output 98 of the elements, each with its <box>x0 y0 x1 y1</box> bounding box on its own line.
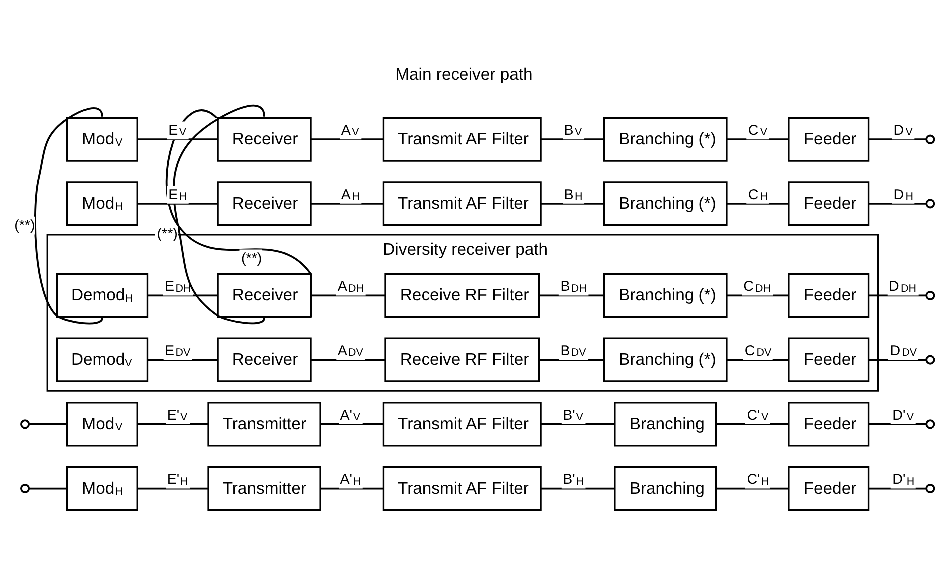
connector <box>540 294 604 297</box>
connector <box>311 202 384 205</box>
node-box: Feeder <box>788 273 870 318</box>
node-box: Branching <box>614 466 718 512</box>
node-box: Feeder <box>788 402 870 447</box>
node-box: Feeder <box>788 338 870 382</box>
edge-label: EV <box>168 122 186 139</box>
edge-label: EH <box>168 187 188 204</box>
connector <box>868 488 926 490</box>
connector <box>541 202 604 205</box>
node-box: Branching (*) <box>603 338 728 382</box>
connector <box>320 488 384 490</box>
edge-label: D'H <box>892 472 915 488</box>
edge-label: DDH <box>889 279 916 296</box>
node-box: Transmitter <box>208 402 322 447</box>
connector <box>716 423 789 426</box>
connector <box>148 294 218 297</box>
edge-label: ADV <box>338 343 364 360</box>
node-box: Branching <box>614 402 718 447</box>
connector <box>320 423 384 426</box>
label: Main receiver path <box>396 65 533 84</box>
node-box: Transmit AF Filter <box>382 117 542 162</box>
edge-label: (**) <box>157 226 178 243</box>
edge-label: CDV <box>744 343 772 360</box>
connector <box>727 138 789 141</box>
connector <box>311 359 386 362</box>
connector <box>868 294 926 297</box>
edge-label: E'H <box>167 472 188 488</box>
node-box: Receiver <box>217 117 312 162</box>
edge-label: E'V <box>167 408 188 424</box>
edge-label: C'V <box>747 408 769 424</box>
edge-label: BV <box>564 122 582 139</box>
node-box: Transmit AF Filter <box>382 402 542 447</box>
connector <box>34 108 104 325</box>
connector <box>727 359 789 362</box>
connector <box>138 202 218 205</box>
node-box: Branching (*) <box>603 117 728 162</box>
node-box: Receiver <box>217 182 312 226</box>
node-box: Branching (*) <box>603 273 728 318</box>
edge-label: CH <box>748 187 768 204</box>
edge-label: DV <box>894 122 913 139</box>
connector <box>173 104 266 325</box>
edge-label: (**) <box>14 218 36 234</box>
edge-label: DDV <box>890 343 918 360</box>
edge-label: D'V <box>892 408 914 424</box>
edge-label: AV <box>341 122 360 139</box>
edge-label: CDH <box>744 279 772 296</box>
connector <box>138 488 208 490</box>
edge-label: BDH <box>560 279 587 296</box>
edge-label: CV <box>748 122 768 139</box>
connector <box>541 138 604 141</box>
connector <box>868 423 926 426</box>
edge-label: (**) <box>242 250 262 267</box>
connector <box>138 423 208 426</box>
node-box: Feeder <box>788 117 870 162</box>
edge-label: A'V <box>340 408 360 424</box>
node-box: Branching (*) <box>603 182 728 226</box>
node-box: ModV <box>66 117 138 162</box>
connector <box>727 202 789 205</box>
connector <box>540 359 604 362</box>
node-box: ModV <box>66 402 138 447</box>
connector <box>29 423 67 426</box>
edge-label: ADH <box>338 279 364 296</box>
node-box: ModH <box>66 182 138 226</box>
connector <box>138 138 218 141</box>
edge-label: DH <box>894 187 914 204</box>
node-box: Receive RF Filter <box>384 273 540 318</box>
edge-label: BH <box>564 187 583 204</box>
node-box: Transmitter <box>208 466 322 512</box>
node-box: Transmit AF Filter <box>382 466 542 512</box>
edge-label: B'H <box>563 472 584 488</box>
connector <box>868 202 926 205</box>
connector <box>311 294 386 297</box>
node-box: ModH <box>66 466 138 512</box>
edge-label: EDV <box>165 343 191 360</box>
connector <box>148 359 218 362</box>
connector <box>727 294 789 297</box>
connector <box>311 138 384 141</box>
edge-label: EDH <box>165 279 192 296</box>
edge-label: BDV <box>560 343 586 360</box>
node-box: Feeder <box>788 466 870 512</box>
node-box: Transmit AF Filter <box>382 182 542 226</box>
connector <box>29 488 67 490</box>
node-box: DemodV <box>56 338 149 382</box>
node-box: Receiver <box>217 338 312 382</box>
node-box: Receiver <box>217 273 312 318</box>
edge-label: C'H <box>747 472 770 488</box>
node-box: Feeder <box>788 182 870 226</box>
connector <box>716 488 789 490</box>
connector <box>541 423 615 426</box>
connector <box>868 138 926 141</box>
connector <box>868 359 926 362</box>
node-box: DemodH <box>56 273 149 318</box>
edge-label: A'H <box>340 472 362 488</box>
connector <box>541 488 615 490</box>
edge-label: B'V <box>563 408 584 424</box>
edge-label: AH <box>341 187 360 204</box>
node-box: Receive RF Filter <box>384 338 540 382</box>
